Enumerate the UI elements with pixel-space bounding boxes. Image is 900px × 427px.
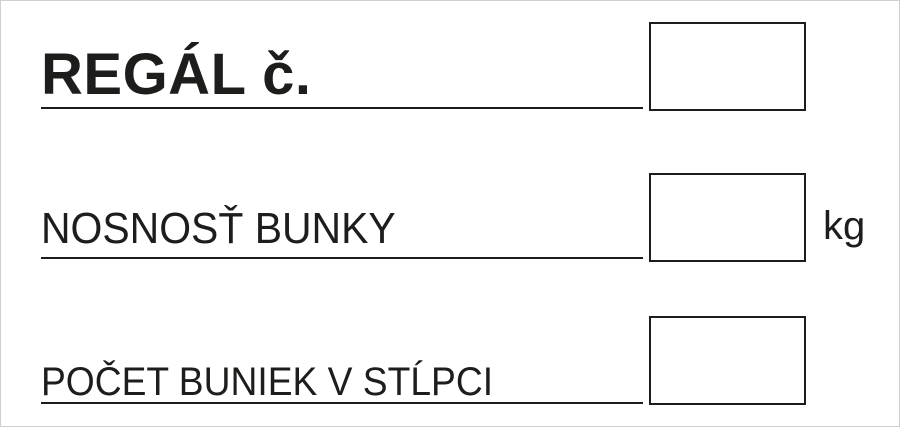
capacity-unit-label: kg <box>823 204 866 248</box>
shelf-number-label: REGÁL č. <box>41 42 312 107</box>
shelf-number-field[interactable] <box>649 22 806 111</box>
cells-per-column-field[interactable] <box>649 316 806 405</box>
shelf-number-underline <box>41 107 643 109</box>
cells-per-column-label: POČET BUNIEK V STĹPCI <box>41 360 494 404</box>
cell-capacity-field[interactable] <box>649 173 806 262</box>
cell-capacity-underline <box>41 257 643 259</box>
cells-per-column-underline <box>41 402 643 404</box>
cell-capacity-label: NOSNOSŤ BUNKY <box>41 204 396 253</box>
